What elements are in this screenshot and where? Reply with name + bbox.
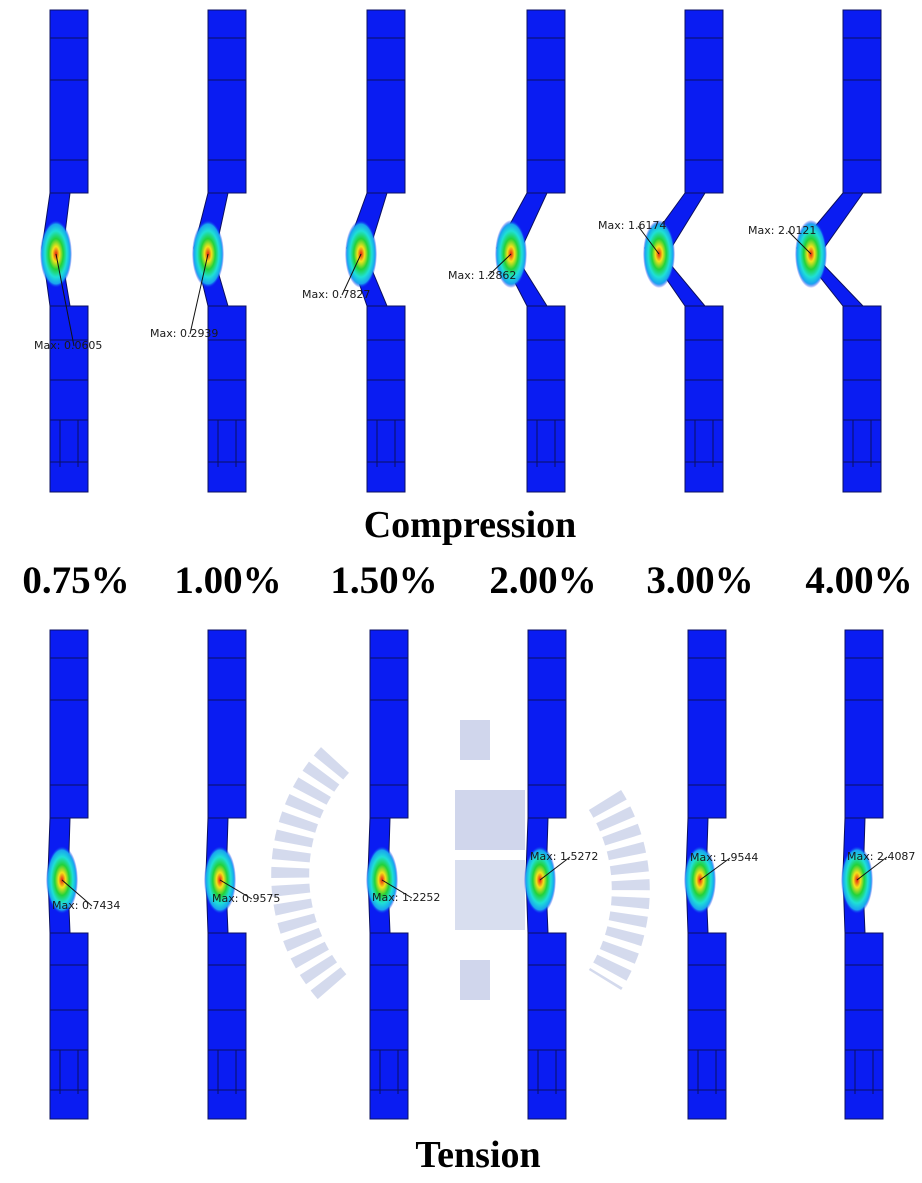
compression-max-label-3-leader (487, 253, 512, 277)
tension-max-label-4: Max: 1.9544 (690, 851, 759, 864)
compression-max-label-0-leader (55, 253, 75, 347)
strain-label-2: 1.50% (330, 559, 438, 602)
tension-specimen-2 (366, 629, 409, 1120)
compression-max-label-4-leader (637, 225, 660, 255)
compression-max-label-1: Max: 0.2939 (150, 327, 219, 340)
watermark-arc-left (271, 747, 350, 1003)
strain-label-5: 4.00% (805, 559, 913, 602)
compression-max-label-5-leader (787, 230, 812, 255)
compression-max-label-0: Max: 0.0605 (34, 339, 103, 352)
bottom-grip (207, 932, 247, 1120)
university-seal-watermark (271, 720, 650, 1003)
strain-label-0: 0.75% (22, 559, 130, 602)
top-grip (842, 9, 882, 194)
top-grip (684, 9, 724, 194)
tension-specimen-3 (524, 629, 567, 1120)
tension-max-label-3-leader (539, 856, 571, 881)
compression-specimens (40, 9, 882, 493)
watermark-block-s (455, 790, 525, 850)
tension-max-label-5: Max: 2.4087 (847, 850, 916, 863)
tension-max-label-1-leader (219, 879, 253, 900)
tension-max-label-2: Max: 1.2252 (372, 891, 441, 904)
compression-title: Compression (363, 504, 577, 546)
tension-specimen-4 (684, 629, 727, 1120)
bottom-grip (842, 305, 882, 493)
strain-label-4: 3.00% (646, 559, 754, 602)
compression-specimen-5 (795, 9, 882, 493)
watermark-bar-bottom (460, 960, 490, 1000)
tension-max-label-0-leader (61, 879, 93, 907)
tension-specimen-1 (204, 629, 247, 1120)
compression-specimen-0 (40, 9, 89, 493)
bottom-grip (49, 305, 89, 493)
tension-max-label-4-leader (699, 857, 731, 881)
bottom-grip (684, 305, 724, 493)
tension-max-label-1: Max: 0.9575 (212, 892, 281, 905)
top-grip (366, 9, 406, 194)
compression-specimen-4 (643, 9, 724, 493)
compression-max-label-1-leader (189, 253, 209, 335)
watermark-block-8 (455, 860, 525, 930)
compression-specimen-3 (495, 9, 566, 493)
compression-max-label-3: Max: 1.2862 (448, 269, 517, 282)
bottom-grip (366, 305, 406, 493)
compression-max-label-5: Max: 2.0121 (748, 224, 817, 237)
top-grip (526, 9, 566, 194)
tension-specimen-5 (841, 629, 884, 1120)
bottom-grip (49, 932, 89, 1120)
bottom-grip (369, 932, 409, 1120)
compression-max-label-4: Max: 1.6174 (598, 219, 667, 232)
top-grip (49, 629, 89, 819)
tension-max-label-2-leader (381, 879, 413, 899)
top-grip (207, 9, 247, 194)
bottom-grip (844, 932, 884, 1120)
top-grip (687, 629, 727, 819)
watermark-bar-top (460, 720, 490, 760)
compression-max-label-2-leader (341, 253, 362, 296)
bottom-grip (687, 932, 727, 1120)
compression-specimen-2 (345, 9, 406, 493)
tension-max-label-3: Max: 1.5272 (530, 850, 599, 863)
top-grip (207, 629, 247, 819)
bottom-grip (527, 932, 567, 1120)
tension-specimen-0 (46, 629, 89, 1120)
tension-max-label-5-leader (856, 856, 888, 881)
strain-label-1: 1.00% (174, 559, 282, 602)
top-grip (49, 9, 89, 194)
compression-specimen-1 (192, 9, 247, 493)
tension-title: Tension (415, 1134, 541, 1176)
top-grip (369, 629, 409, 819)
tension-max-label-0: Max: 0.7434 (52, 899, 121, 912)
watermark-arc-right (588, 789, 650, 991)
compression-max-label-2: Max: 0.7827 (302, 288, 371, 301)
tension-specimens (46, 629, 888, 1120)
strain-label-3: 2.00% (489, 559, 597, 602)
bottom-grip (526, 305, 566, 493)
top-grip (527, 629, 567, 819)
top-grip (844, 629, 884, 819)
